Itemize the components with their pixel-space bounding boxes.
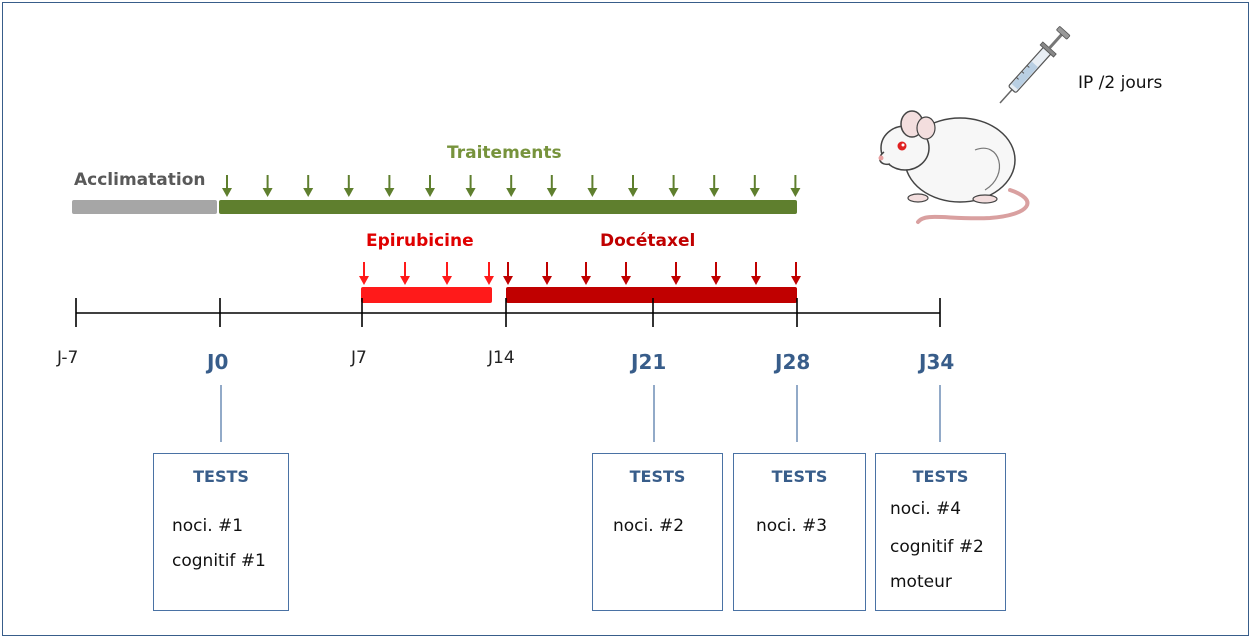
day-label-j34: J34 [919, 350, 955, 374]
day-label-jm7: J-7 [57, 348, 79, 368]
docetaxel-arrow [621, 262, 631, 285]
test-box-j21: TESTS noci. #2 [592, 453, 723, 611]
test-item: cognitif #2 [890, 537, 984, 557]
docetaxel-arrow [751, 262, 761, 285]
traitement-arrow [262, 175, 273, 197]
epirubicine-arrow [359, 262, 369, 285]
traitement-arrow [709, 175, 720, 197]
test-box-title: TESTS [193, 467, 249, 486]
timeline-ticks [75, 298, 941, 327]
day-label-j7: J7 [351, 348, 367, 368]
chemo-arrows [359, 262, 801, 285]
docetaxel-arrow [711, 262, 721, 285]
test-box-j28: TESTS noci. #3 [733, 453, 866, 611]
test-box-title: TESTS [912, 467, 969, 486]
traitement-arrow [465, 175, 476, 197]
test-box-j0: TESTS noci. #1 cognitif #1 [153, 453, 289, 611]
test-item: noci. #4 [890, 499, 962, 519]
test-item: cognitif #1 [172, 551, 266, 571]
docetaxel-bar [506, 287, 797, 303]
epirubicine-label: Epirubicine [366, 231, 474, 251]
docetaxel-arrow [791, 262, 801, 285]
day-label-j0: J0 [207, 350, 229, 374]
docetaxel-arrow [581, 262, 591, 285]
traitement-arrow [506, 175, 517, 197]
epirubicine-bar [361, 287, 492, 303]
test-box-title: TESTS [771, 467, 828, 486]
traitement-arrow [343, 175, 354, 197]
mouse-icon [878, 110, 1030, 224]
traitement-arrow [384, 175, 395, 197]
docetaxel-arrow [671, 262, 681, 285]
injection-note: IP /2 jours [1078, 73, 1163, 93]
traitement-arrow [628, 175, 638, 197]
traitements-bar [219, 200, 797, 214]
syringe-icon [999, 26, 1071, 104]
traitement-arrow [668, 175, 679, 197]
traitement-arrow [303, 175, 314, 197]
traitement-arrow [587, 175, 598, 197]
docetaxel-arrow [542, 262, 552, 285]
test-item: moteur [890, 572, 952, 592]
traitement-arrow [546, 175, 557, 197]
epirubicine-arrow [400, 262, 410, 285]
traitements-arrows [222, 175, 801, 197]
traitement-arrow [749, 175, 760, 197]
test-item: noci. #3 [756, 516, 828, 536]
test-item: noci. #2 [613, 516, 685, 536]
day-label-j21: J21 [631, 350, 667, 374]
test-item: noci. #1 [172, 516, 244, 536]
epirubicine-arrow [442, 262, 452, 285]
day-label-j28: J28 [775, 350, 811, 374]
epirubicine-arrow [484, 262, 494, 285]
traitement-arrow [222, 175, 232, 197]
test-box-j34: TESTS noci. #4 cognitif #2 moteur [875, 453, 1006, 611]
acclimatation-bar [72, 200, 217, 214]
docetaxel-arrow [503, 262, 513, 285]
traitements-label: Traitements [447, 143, 562, 163]
day-label-j14: J14 [488, 348, 515, 368]
traitement-arrow [425, 175, 435, 197]
docetaxel-label: Docétaxel [600, 231, 696, 251]
acclimatation-label: Acclimatation [74, 170, 206, 190]
traitement-arrow [790, 175, 801, 197]
test-box-title: TESTS [629, 467, 686, 486]
